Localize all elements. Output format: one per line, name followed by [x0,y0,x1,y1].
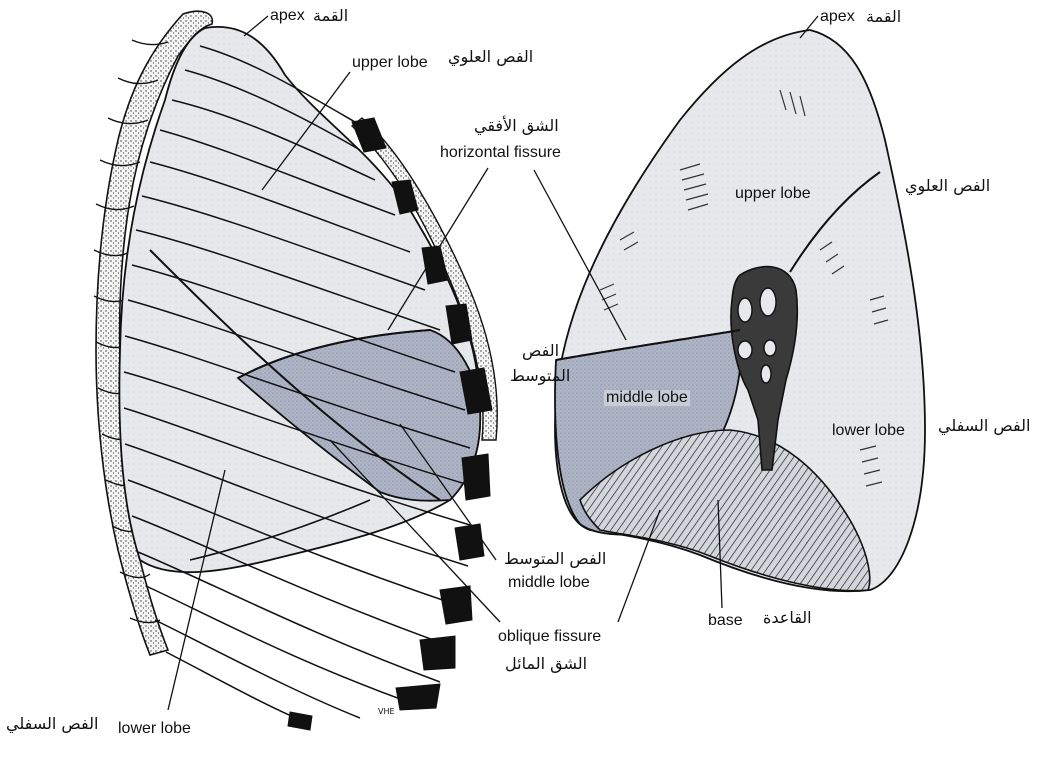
right-upper-lobe-label: upper lobe [735,186,811,202]
horizontal-fissure-label-ar: الشق الأفقي [474,118,559,134]
right-middle-lobe-label: middle lobe [604,390,690,406]
left-upper-lobe-label: upper lobe [350,55,430,71]
middle-lobe-lower-label: middle lobe [508,575,590,591]
right-lower-lobe-label-ar: الفص السفلي [938,418,1030,434]
oblique-fissure-label-ar: الشق المائل [505,656,587,672]
right-apex-label: apex [820,9,855,25]
artist-initials: VHE [378,708,395,716]
base-label-ar: القاعدة [763,610,812,626]
right-apex-label-ar: القمة [866,9,901,25]
middle-lobe-lower-label-ar: الفص المتوسط [504,551,606,567]
left-apex-label: apex [270,8,305,24]
left-upper-lobe-label-ar: الفص العلوي [448,49,533,65]
middle-lobe-label-ar-2: المتوسط [510,368,570,384]
left-lower-lobe-label: lower lobe [118,721,191,737]
right-lower-lobe-label: lower lobe [832,423,905,439]
right-upper-lobe-label-ar: الفص العلوي [905,178,990,194]
horizontal-fissure-label: horizontal fissure [440,145,561,161]
lung-medial-view [534,16,925,622]
left-lower-lobe-label-ar: الفص السفلي [6,716,98,732]
oblique-fissure-label: oblique fissure [498,629,601,645]
left-apex-label-ar: القمة [313,8,348,24]
middle-lobe-label-ar-1: الفص [522,343,559,359]
thorax-lateral-view [94,11,500,730]
base-label: base [708,613,743,629]
